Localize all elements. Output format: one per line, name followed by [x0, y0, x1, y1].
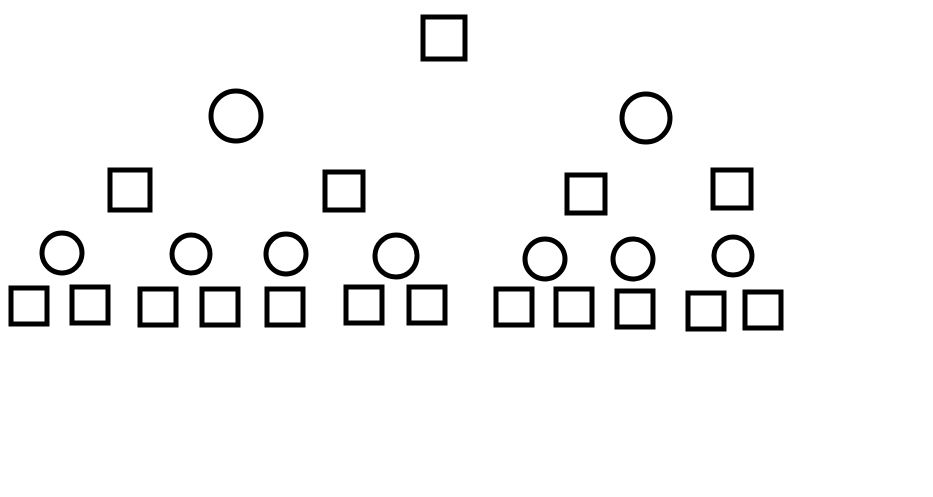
level-5-square-2	[69, 284, 111, 326]
level-5-square-1	[8, 285, 50, 327]
level-5-square-9	[553, 286, 595, 328]
level-3-square-3	[564, 172, 608, 216]
level-4-circle-5	[522, 236, 568, 282]
level-5-square-4	[199, 286, 241, 328]
level-4-circle-3	[263, 231, 309, 277]
level-5-square-7	[406, 284, 448, 326]
level-3-square-4	[710, 167, 754, 211]
level-2-circle-2	[619, 91, 673, 145]
level-5-square-12	[742, 289, 784, 331]
level-1-square-1	[420, 14, 468, 62]
level-5-square-10	[614, 288, 656, 330]
level-5-square-8	[493, 286, 535, 328]
level-5-square-3	[137, 286, 179, 328]
level-4-circle-1	[39, 230, 85, 276]
level-4-circle-4	[372, 232, 420, 280]
shapes-layer	[8, 14, 784, 332]
level-5-square-5	[264, 286, 306, 328]
level-4-circle-6	[610, 236, 656, 282]
level-5-square-6	[343, 284, 385, 326]
level-4-circle-2	[169, 232, 213, 276]
level-2-circle-1	[208, 88, 264, 144]
level-5-square-11	[685, 290, 727, 332]
level-4-circle-7	[711, 234, 755, 278]
level-3-square-1	[107, 167, 153, 213]
level-3-square-2	[322, 169, 366, 213]
